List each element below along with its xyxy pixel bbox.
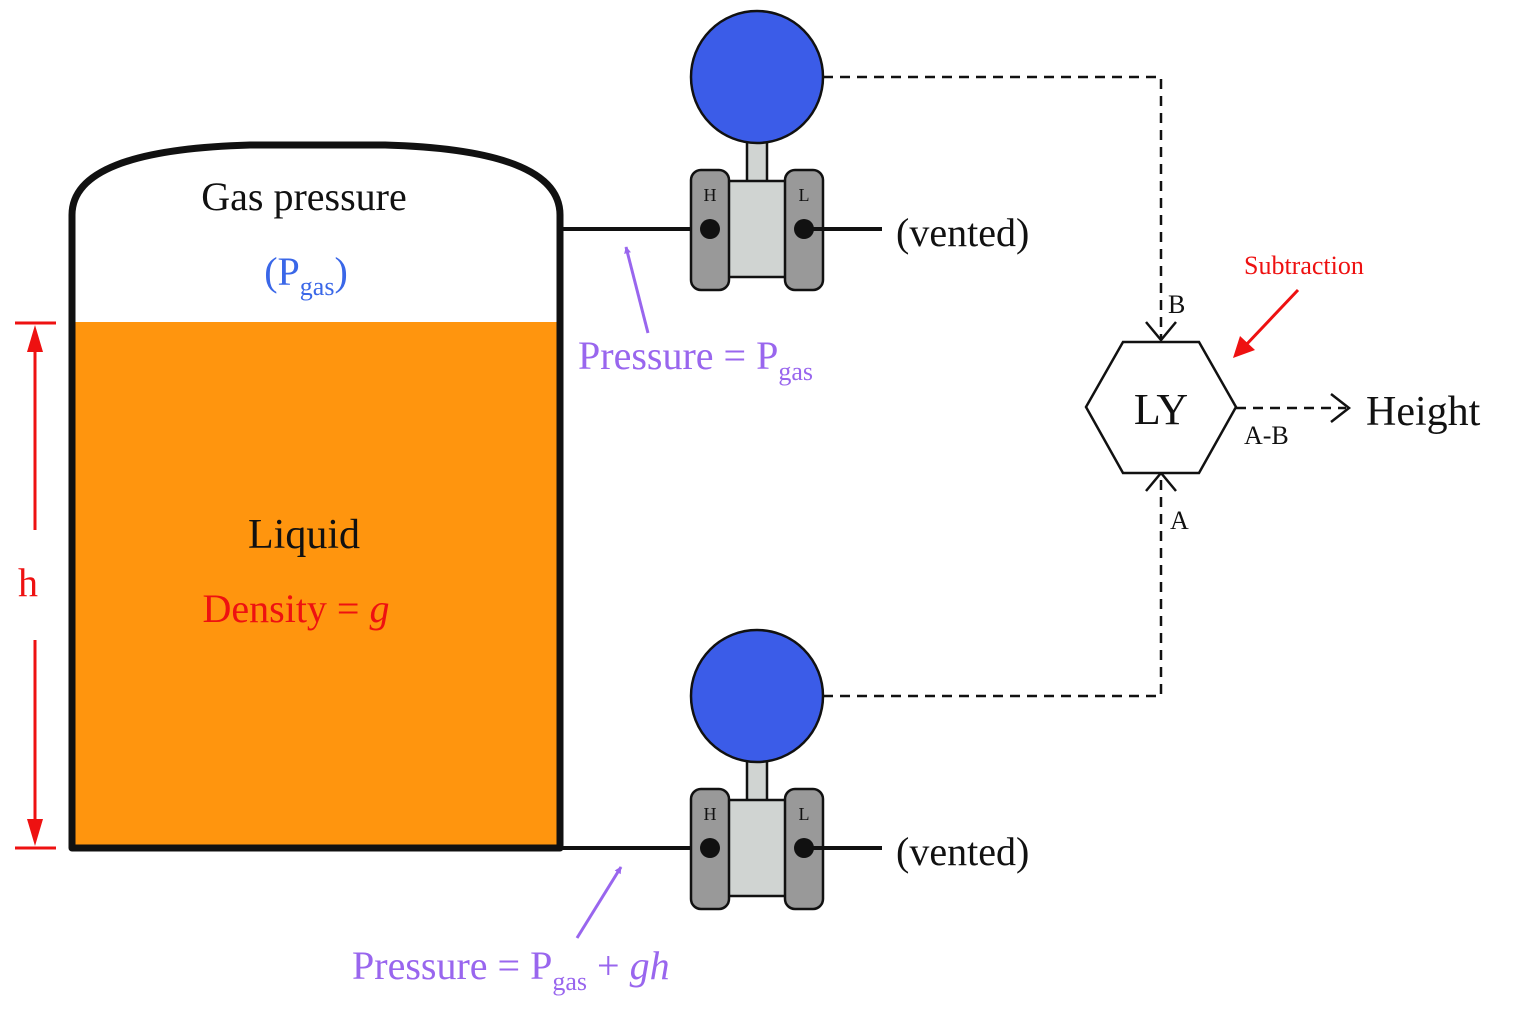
relay-hexagon: [1084, 340, 1238, 475]
liquid-fill: [72, 322, 560, 848]
height-label: h: [18, 560, 38, 605]
gas-pressure-symbol: (Pgas): [264, 249, 348, 301]
top-pressure-annotation: Pressure = Pgas: [578, 246, 813, 386]
transmitter-body: [726, 798, 788, 898]
relay-tag: LY: [1134, 385, 1188, 434]
tank-wall: [68, 141, 564, 852]
output-formula-label: A-B: [1244, 421, 1289, 450]
transmitter-neck: [745, 136, 769, 185]
low-port-label: L: [799, 185, 810, 205]
high-port-label: H: [704, 185, 717, 205]
height-dimension: h: [15, 321, 56, 850]
dimension-arrow-down: [27, 819, 43, 846]
low-port-label: L: [799, 804, 810, 824]
input-b-arrowhead: [1145, 321, 1177, 342]
top-pressure-label: Pressure = Pgas: [578, 333, 813, 386]
gas-pressure-title: Gas pressure: [201, 174, 407, 219]
input-b-label: B: [1168, 290, 1185, 319]
transmitter-head: [689, 628, 825, 764]
subtraction-pointer: [1243, 288, 1300, 348]
high-port: [700, 838, 720, 858]
transmitter-body: [726, 179, 788, 279]
high-port: [700, 219, 720, 239]
transmitter-neck: [745, 755, 769, 804]
signal-line-a: [823, 477, 1163, 698]
dimension-arrow-up: [27, 325, 43, 352]
bottom-pressure-transmitter: H L (vented): [689, 628, 1029, 911]
bottom-pressure-label: Pressure = Pgas + gh: [352, 943, 670, 996]
high-port-label: H: [704, 804, 717, 824]
input-a-label: A: [1170, 506, 1189, 535]
vent-label: (vented): [896, 829, 1029, 874]
vent-label: (vented): [896, 210, 1029, 255]
subtraction-pointer-head: [1233, 336, 1255, 358]
liquid-title: Liquid: [248, 512, 360, 558]
transmitter-head: [689, 9, 825, 145]
signal-line-b: [823, 75, 1163, 340]
annotation-arrow: [575, 866, 623, 939]
annotation-arrow: [624, 246, 650, 334]
tank: Gas pressure (Pgas) Liquid Density = g: [68, 141, 564, 852]
ly-relay: LY B A A-B Subtraction Height: [1084, 251, 1481, 535]
top-pressure-transmitter: H L (vented): [689, 9, 1029, 292]
output-arrowhead: [1330, 393, 1352, 423]
signal-lines: [823, 75, 1346, 698]
height-output-label: Height: [1366, 389, 1481, 435]
density-label: Density = g: [203, 586, 390, 631]
bottom-pressure-annotation: Pressure = Pgas + gh: [352, 866, 670, 996]
subtraction-label: Subtraction: [1244, 251, 1364, 280]
